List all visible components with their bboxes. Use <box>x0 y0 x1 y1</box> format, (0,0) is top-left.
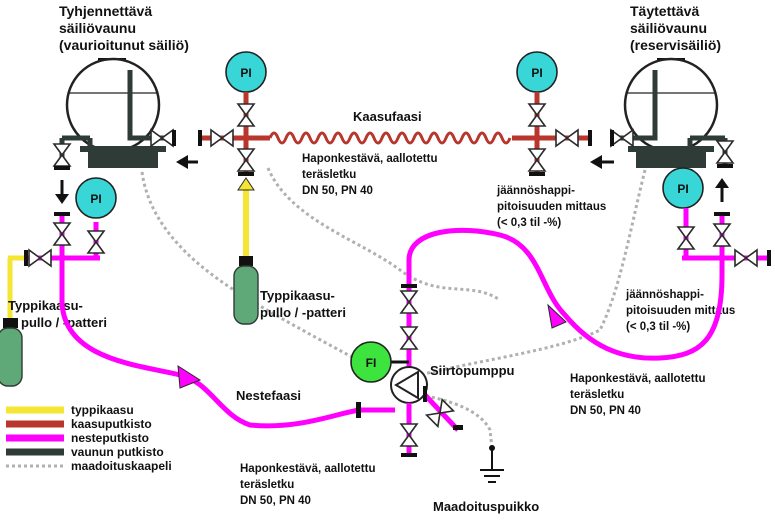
pump-assembly: FI <box>350 284 463 457</box>
gas-phase-label: Kaasufaasi <box>353 109 422 124</box>
ground-rod <box>480 445 504 483</box>
ground-cable-center <box>266 167 501 302</box>
right-tank-label-line3: (reservisäiliö) <box>630 37 721 53</box>
o2-right-label: jäännöshappi- pitoisuuden mittaus (< 0,3… <box>625 289 735 333</box>
flow-arrow-down-left <box>55 180 69 204</box>
nitrogen-bottle-left-label: Typpikaasu- pullo / -patteri <box>8 298 107 330</box>
ground-cable-left <box>140 171 386 377</box>
liquid-hose-left <box>59 258 361 429</box>
left-liquid-header: PI <box>7 177 117 318</box>
o2-right-label-line2: pitoisuuden mittaus <box>626 305 735 317</box>
flow-indicator <box>350 341 392 383</box>
hose-bottom-label: Haponkestävä, aallotettu teräsletku DN 5… <box>240 463 375 507</box>
legend-item: nesteputkisto <box>6 431 149 445</box>
o2-center-label-line1: jäännöshappi- <box>496 185 575 197</box>
gas-hose <box>268 131 512 145</box>
nitrogen-left-label-line1: Typpikaasu- <box>8 298 83 313</box>
pressure-gauge-left-label: PI <box>90 192 101 206</box>
legend-item: vaunun putkisto <box>6 445 164 459</box>
nitrogen-center-label-line1: Typpikaasu- <box>260 288 335 303</box>
legend-label: typpikaasu <box>71 403 134 417</box>
pressure-gauge-right-top-label: PI <box>531 66 542 80</box>
legend-label: kaasuputkisto <box>71 417 152 431</box>
hose-right-label-line3: DN 50, PN 40 <box>570 405 641 417</box>
right-tank-label-line2: säiliövaunu <box>630 20 707 36</box>
right-tank-label: Täytettävä säiliövaunu (reservisäiliö) <box>630 3 721 53</box>
right-tank-label-line1: Täytettävä <box>630 3 699 19</box>
left-tank <box>53 57 176 170</box>
hose-right-label: Haponkestävä, aallotettu teräsletku DN 5… <box>570 373 705 417</box>
nitrogen-bottle-left <box>0 318 23 387</box>
legend-item: typpikaasu <box>6 403 134 417</box>
hose-right-label-line2: teräsletku <box>570 389 624 401</box>
liquid-phase-label: Nestefaasi <box>236 388 301 403</box>
right-liquid-header: PI <box>662 167 771 275</box>
flow-indicator-label: FI <box>366 356 377 370</box>
nitrogen-bottle-center-label: Typpikaasu- pullo / -patteri <box>260 288 346 320</box>
hose-center-label: Haponkestävä, aallotettu teräsletku DN 5… <box>302 153 437 197</box>
pressure-gauge-right <box>662 167 704 209</box>
pump-label: Siirtopumppu <box>430 363 515 378</box>
ground-rod-label: Maadoituspuikko <box>433 499 539 514</box>
gas-manifold-right: PI <box>512 51 592 176</box>
hose-center-label-line2: teräsletku <box>302 169 356 181</box>
o2-right-label-line1: jäännöshappi- <box>625 289 704 301</box>
o2-center-label-line2: pitoisuuden mittaus <box>497 201 606 213</box>
flow-arrow-up-right <box>715 178 729 202</box>
left-tank-label-line1: Tyhjennettävä <box>59 3 152 19</box>
legend-label: nesteputkisto <box>71 431 149 445</box>
left-tank-label: Tyhjennettävä säiliövaunu (vaurioitunut … <box>59 3 189 53</box>
ground-cable-pump <box>419 393 494 449</box>
nitrogen-bottle-center <box>233 256 259 325</box>
gas-manifold-center: PI <box>198 51 270 258</box>
hose-bottom-label-line1: Haponkestävä, aallotettu <box>240 463 375 475</box>
nitrogen-center-label-line2: pullo / -patteri <box>260 305 346 320</box>
hose-center-label-line1: Haponkestävä, aallotettu <box>302 153 437 165</box>
hose-right-label-line1: Haponkestävä, aallotettu <box>570 373 705 385</box>
o2-center-label: jäännöshappi- pitoisuuden mittaus (< 0,3… <box>496 185 606 229</box>
hose-bottom-label-line3: DN 50, PN 40 <box>240 495 311 507</box>
o2-right-label-line3: (< 0,3 til -%) <box>626 321 690 333</box>
right-tank <box>610 57 734 168</box>
legend-label: vaunun putkisto <box>71 445 164 459</box>
left-tank-label-line3: (vaurioitunut säiliö) <box>59 37 189 53</box>
legend-item: maadoituskaapeli <box>6 459 172 473</box>
liquid-hose-right <box>406 227 725 361</box>
o2-center-label-line3: (< 0,3 til -%) <box>497 217 561 229</box>
flow-arrow-left-2 <box>590 155 614 169</box>
pressure-gauge-right-label: PI <box>677 182 688 196</box>
legend-item: kaasuputkisto <box>6 417 152 431</box>
flow-arrow-left-1 <box>176 155 198 169</box>
pressure-gauge-center-label: PI <box>240 66 251 80</box>
hose-center-label-line3: DN 50, PN 40 <box>302 185 373 197</box>
hose-bottom-label-line2: teräsletku <box>240 479 294 491</box>
grounding-cables <box>140 167 647 449</box>
legend-label: maadoituskaapeli <box>71 459 172 473</box>
pressure-gauge-left <box>75 177 117 219</box>
left-tank-label-line2: säiliövaunu <box>59 20 136 36</box>
legend: typpikaasukaasuputkistonesteputkistovaun… <box>6 403 172 473</box>
gas-hose-coil <box>268 131 512 145</box>
